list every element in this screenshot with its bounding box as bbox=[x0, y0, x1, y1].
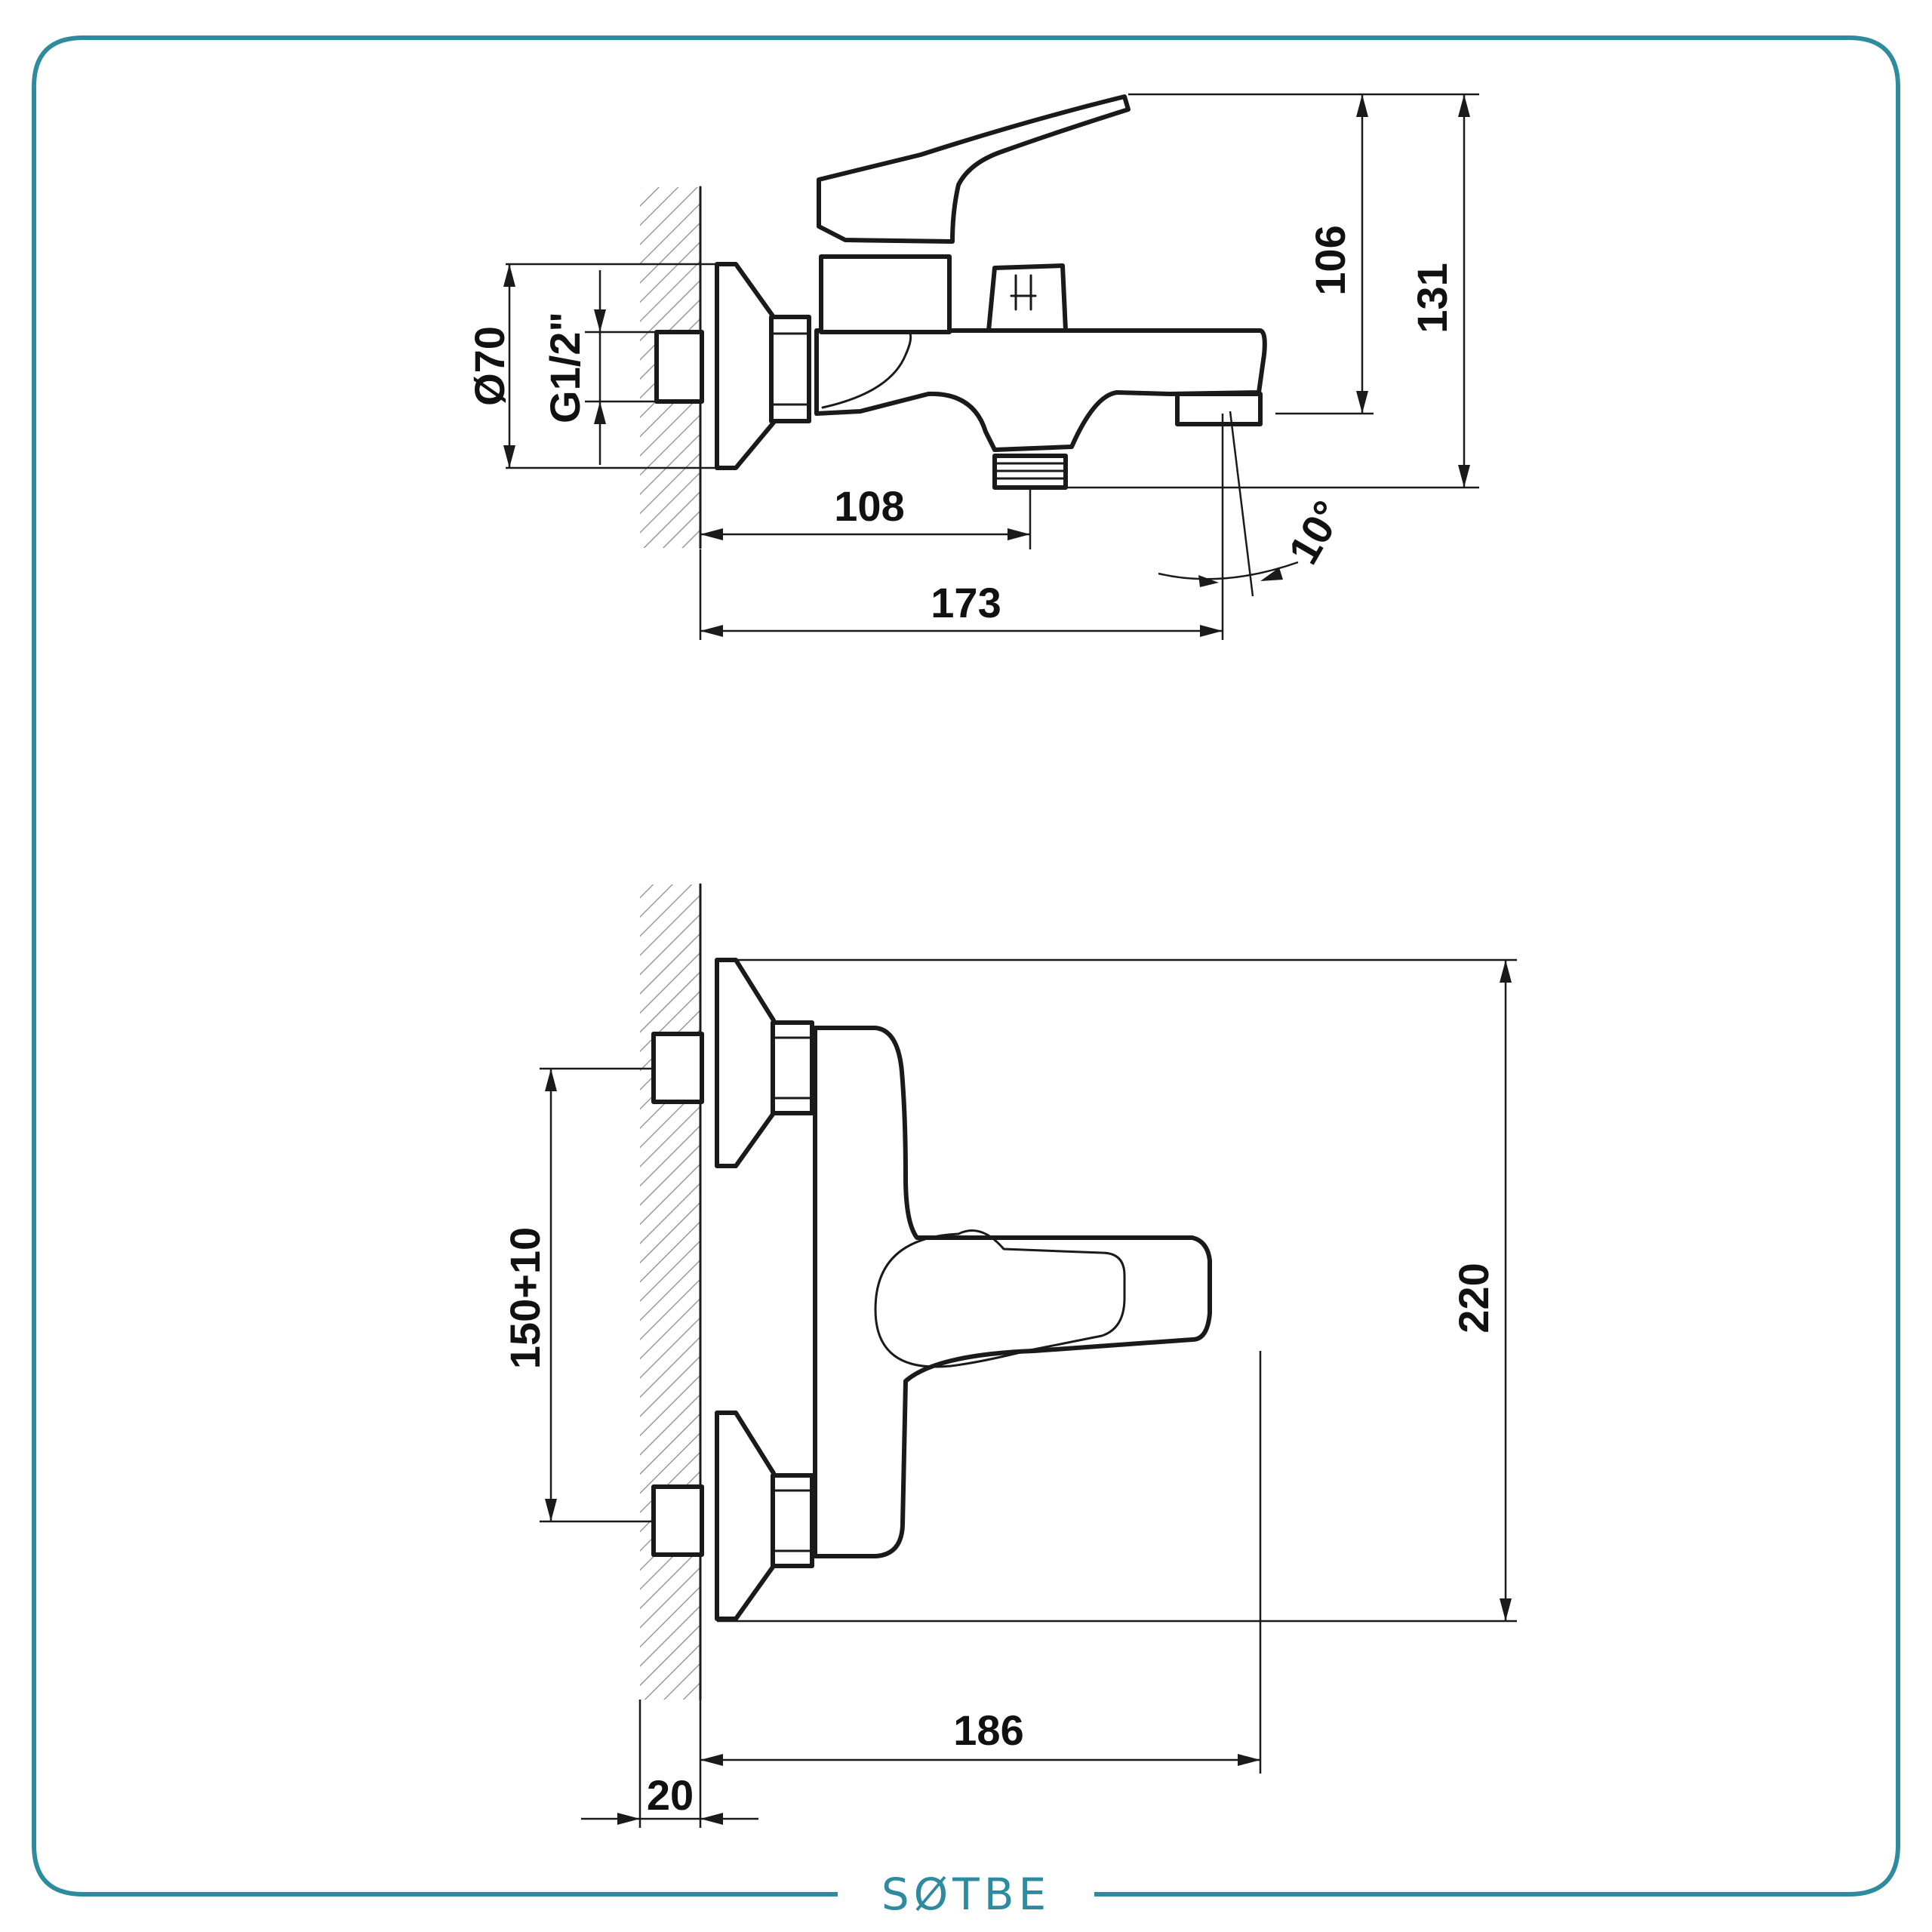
dim-angle: 10° bbox=[1279, 493, 1352, 572]
wall-connector bbox=[654, 330, 704, 404]
mixer-body-top bbox=[813, 1026, 1212, 1558]
dim-depth: 186 bbox=[953, 1706, 1023, 1754]
hex-nut-top bbox=[771, 1020, 814, 1115]
dim-total-height: 131 bbox=[1408, 263, 1456, 333]
hex-nut-bottom bbox=[771, 1473, 814, 1568]
dim-width: 220 bbox=[1450, 1263, 1497, 1333]
dim-spout-length: 173 bbox=[931, 579, 1001, 626]
wall-connector-bottom bbox=[651, 1484, 704, 1557]
escutcheon-top bbox=[715, 958, 776, 1168]
cartridge-collar bbox=[819, 254, 952, 334]
lever-handle bbox=[817, 94, 1131, 244]
mixer-body bbox=[814, 328, 1267, 452]
dim-spacing: 150+10 bbox=[501, 1227, 549, 1369]
escutcheon bbox=[715, 262, 776, 470]
border-frame bbox=[32, 35, 1900, 1897]
dim-handle-height: 106 bbox=[1306, 225, 1354, 295]
body-curve bbox=[821, 331, 912, 409]
dim-diameter: Ø70 bbox=[466, 326, 513, 406]
escutcheon-bottom bbox=[715, 1411, 776, 1621]
brand-logo: SØTBE bbox=[881, 1869, 1051, 1920]
diverter-knob bbox=[986, 263, 1068, 333]
side-view: Ø70 G1/2" 108 173 10° 106 bbox=[466, 93, 1479, 640]
wall-hatch bbox=[640, 884, 700, 1700]
top-view: 150+10 220 186 20 bbox=[501, 883, 1517, 1828]
dim-thread: G1/2" bbox=[541, 312, 589, 423]
wall-connector-top bbox=[651, 1032, 704, 1104]
dim-wall-thickness: 20 bbox=[647, 1771, 694, 1819]
dim-outlet-offset: 108 bbox=[834, 482, 904, 530]
aerator bbox=[1175, 392, 1263, 426]
lever-top bbox=[874, 1229, 1126, 1368]
